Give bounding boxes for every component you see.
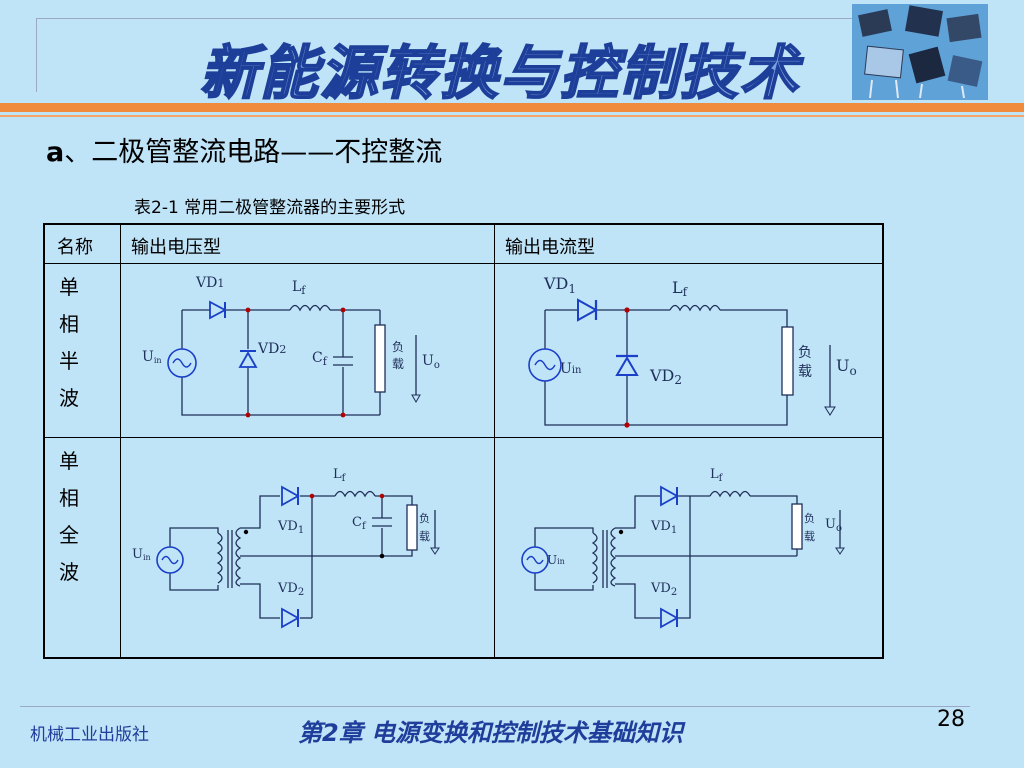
arrow-icon	[411, 394, 421, 404]
svg-text:VD1: VD1	[650, 519, 677, 536]
header-row-divider	[45, 263, 882, 264]
svg-text:Uo: Uo	[422, 353, 440, 371]
svg-text:Uin: Uin	[547, 553, 565, 567]
diode-icon	[209, 300, 227, 320]
diode-icon	[615, 356, 639, 376]
column-divider-1	[120, 225, 121, 657]
svg-text:Cf: Cf	[352, 515, 367, 532]
load-resistor	[406, 504, 418, 551]
svg-text:负: 负	[804, 511, 815, 525]
svg-text:负: 负	[419, 511, 430, 525]
row-label-char: 波	[59, 560, 79, 584]
circuit-full-wave-voltage: Lf VD1 Cf VD2 Uin 负 载	[132, 467, 440, 629]
section-heading: a、二极管整流电路——不控整流	[46, 130, 442, 169]
svg-text:VD2: VD2	[277, 581, 304, 598]
column-divider-2	[494, 225, 495, 657]
svg-text:VD2: VD2	[257, 341, 286, 357]
diode-icon	[577, 298, 599, 322]
svg-text:负: 负	[798, 345, 812, 361]
svg-text:VD1: VD1	[195, 275, 224, 291]
svg-text:Lf: Lf	[672, 278, 689, 299]
svg-text:Lf: Lf	[333, 467, 347, 484]
svg-text:载: 载	[798, 364, 812, 380]
row-label-char: 半	[59, 349, 79, 373]
diode-icon	[281, 607, 300, 629]
svg-text:载: 载	[804, 530, 815, 543]
arrow-icon	[430, 547, 440, 555]
circuit-half-wave-voltage: VD1 Lf VD2 Cf Uin 负 载 Uo	[142, 275, 440, 418]
electronic-components-image	[852, 4, 988, 100]
svg-text:Uin: Uin	[560, 361, 582, 377]
svg-text:载: 载	[419, 530, 430, 543]
footer-divider	[20, 706, 970, 707]
svg-text:负: 负	[392, 340, 404, 354]
arrow-icon	[824, 406, 836, 416]
page-number: 28	[937, 707, 965, 732]
svg-text:Uo: Uo	[825, 517, 842, 534]
slide-title: 新能源转换与控制技术	[199, 38, 801, 108]
circuit-full-wave-current: Lf VD1 VD2 Uin 负 载 Uo	[521, 467, 845, 629]
frame-left-line	[36, 18, 37, 92]
footer-chapter: 第2章 电源变换和控制技术基础知识	[298, 719, 684, 747]
table-caption: 表2-1 常用二极管整流器的主要形式	[134, 198, 406, 218]
row-label-char: 单	[59, 449, 79, 473]
footer-publisher: 机械工业出版社	[30, 725, 149, 745]
load-resistor	[374, 324, 386, 393]
header-current-type: 输出电流型	[505, 237, 595, 258]
circuit-half-wave-current: VD1 Lf VD2 Uin 负 载 Uo	[528, 274, 857, 428]
header-name: 名称	[57, 237, 93, 258]
row-divider	[45, 437, 882, 438]
svg-text:VD1: VD1	[277, 519, 304, 536]
header-voltage-type: 输出电压型	[131, 237, 221, 258]
svg-text:Cf: Cf	[312, 350, 328, 368]
row-label-char: 相	[59, 486, 79, 510]
row-label-half-wave: 单 相 半 波	[57, 269, 81, 417]
arrow-icon	[835, 547, 845, 555]
frame-top-line	[36, 18, 852, 19]
section-prefix: a	[46, 137, 65, 168]
row-label-full-wave: 单 相 全 波	[57, 443, 81, 591]
svg-text:VD1: VD1	[543, 274, 576, 296]
row-label-char: 相	[59, 312, 79, 336]
section-title: 、二极管整流电路——不控整流	[64, 137, 443, 168]
svg-text:Uin: Uin	[132, 547, 151, 562]
rectifier-table: 名称 输出电压型 输出电流型 单 相 半 波 单 相 全 波	[43, 223, 884, 659]
svg-text:Uo: Uo	[836, 356, 857, 378]
svg-text:Uin: Uin	[142, 349, 162, 365]
diode-icon	[238, 351, 258, 368]
load-resistor	[791, 503, 803, 550]
row-label-char: 全	[59, 523, 79, 547]
svg-text:Lf: Lf	[292, 279, 306, 297]
load-resistor	[781, 326, 794, 396]
header-orange-bar	[0, 103, 1024, 112]
row-label-char: 单	[59, 275, 79, 299]
diode-icon	[660, 607, 679, 629]
header-orange-line	[0, 115, 1024, 117]
diode-icon	[660, 485, 679, 507]
row-label-char: 波	[59, 386, 79, 410]
svg-text:Lf: Lf	[710, 467, 724, 484]
svg-text:载: 载	[392, 357, 404, 371]
diode-icon	[281, 485, 300, 507]
svg-text:VD2: VD2	[649, 366, 682, 387]
svg-text:VD2: VD2	[650, 581, 677, 598]
